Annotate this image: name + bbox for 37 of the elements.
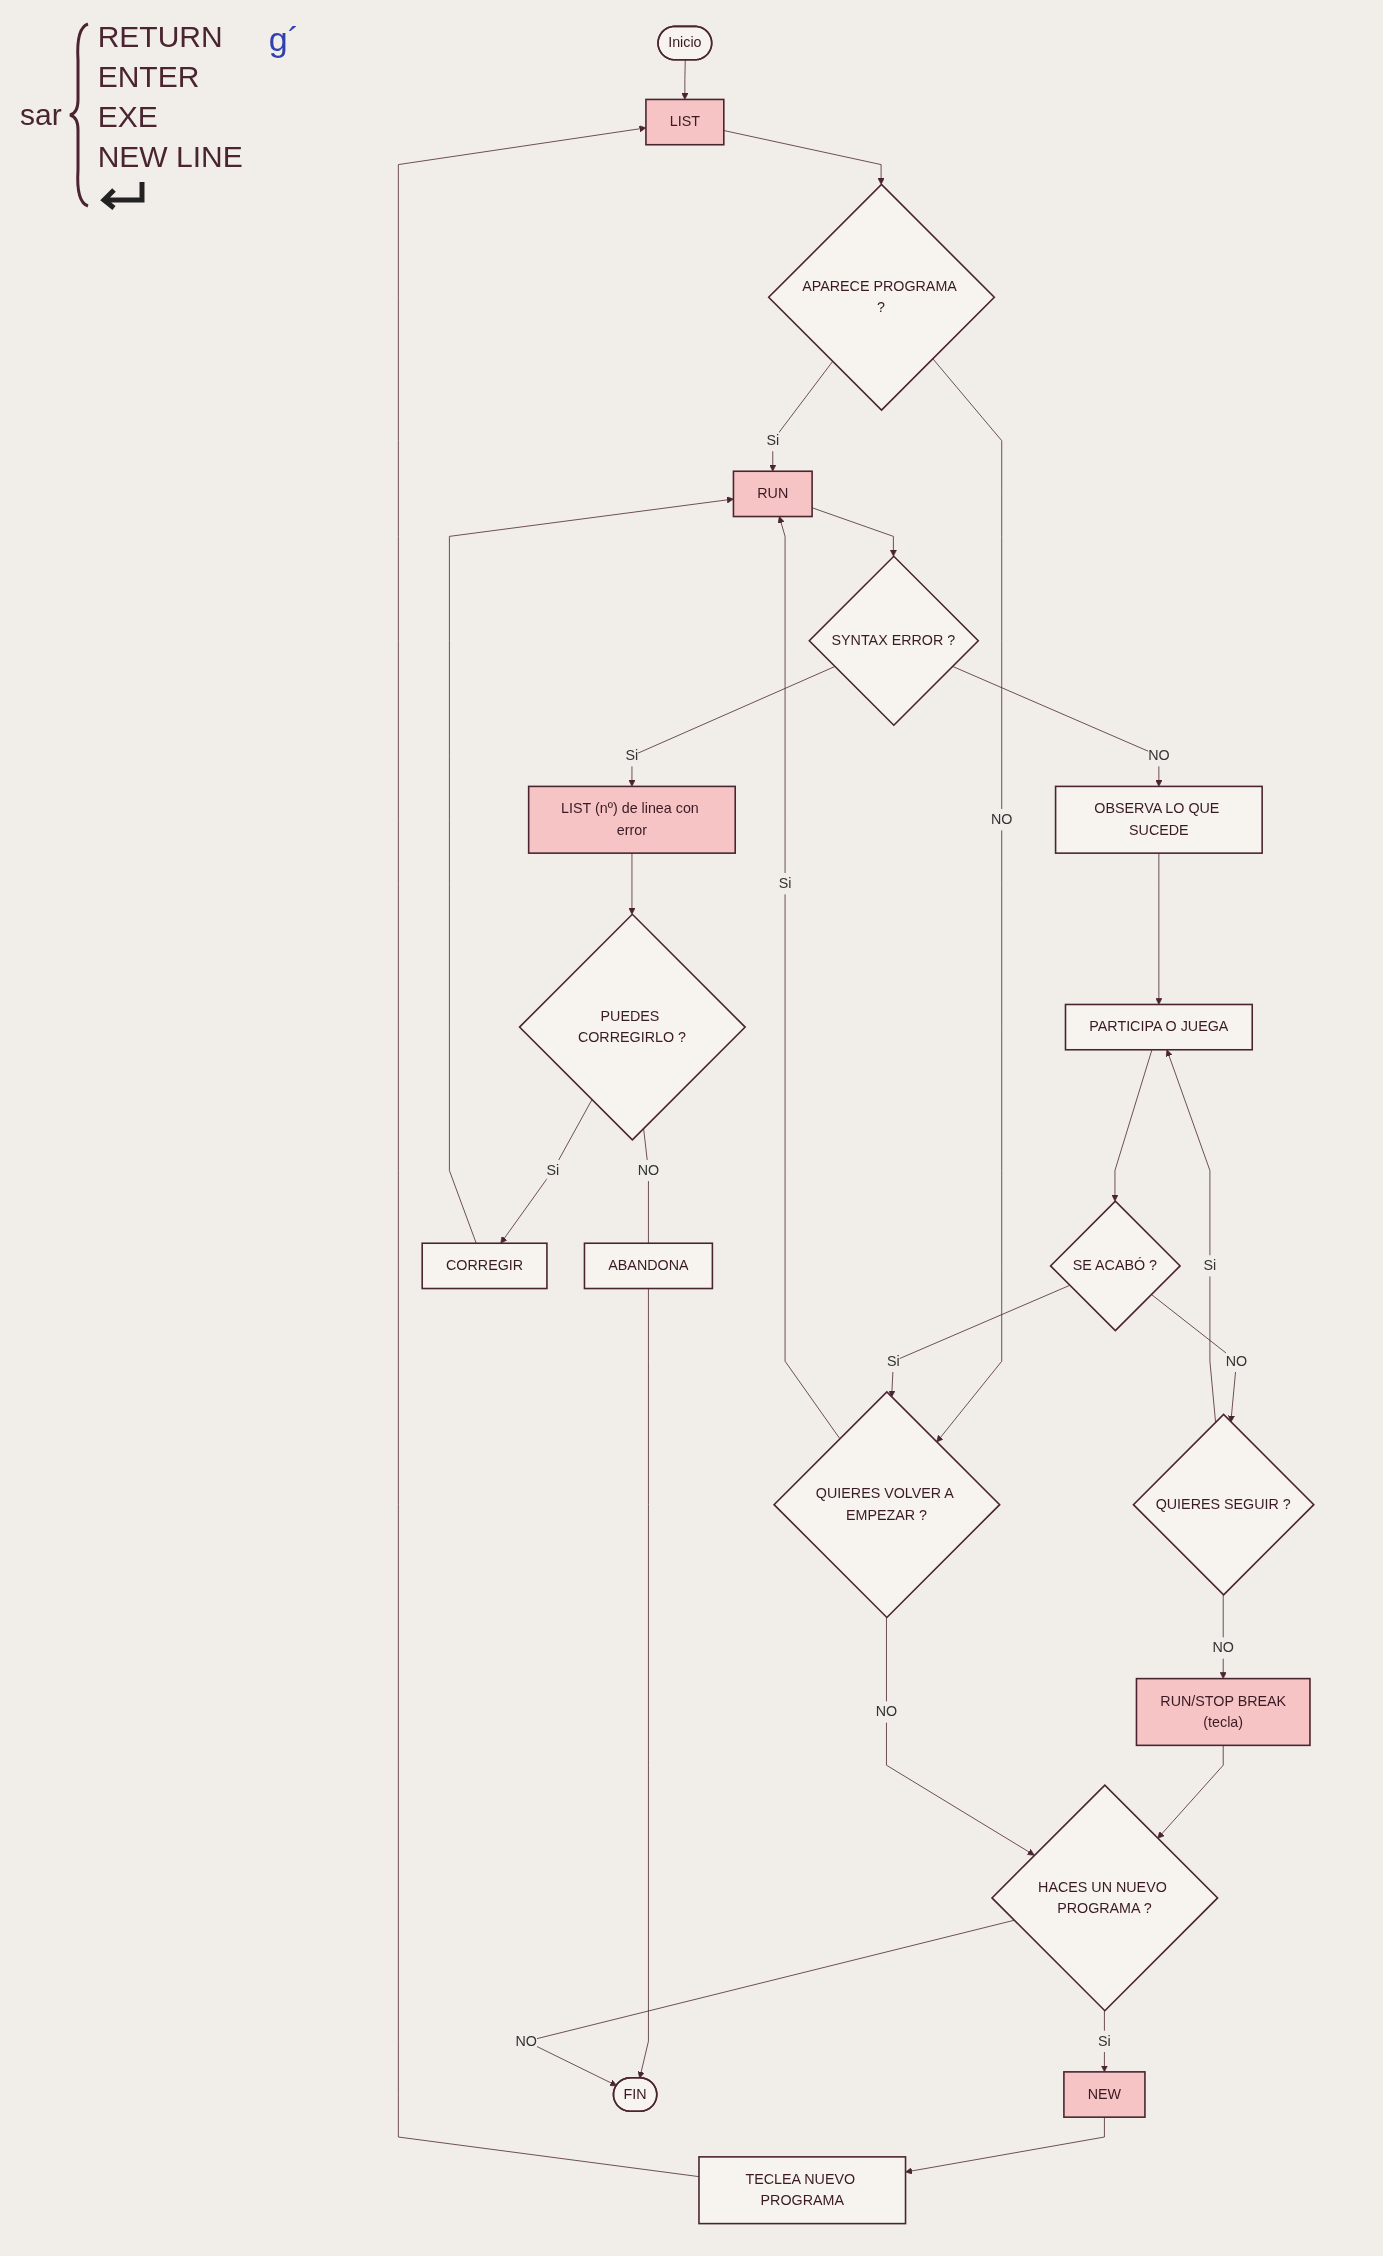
node-box: LIST (nº) de linea con error [528,785,737,854]
edge-label: NO [1212,1639,1235,1656]
edge-label: Si [1098,2032,1112,2049]
node-box: ABANDONA [584,1242,714,1290]
key-name: RETURN [97,20,224,54]
edge-label: Si [766,432,780,449]
node-box: CORREGIR [421,1242,549,1290]
handwritten-mark: g´ [268,20,299,59]
edge-label: NO [991,811,1013,828]
edge-label: Si [1203,1257,1217,1274]
edge-label: Si [887,1352,901,1369]
edge-label: Si [779,875,792,892]
key-name: EXE [97,100,159,134]
node-diamond: SE ACABÓ ? [1049,1200,1182,1332]
node-diamond: QUIERES VOLVER A EMPEZAR ? [773,1390,1002,1619]
key-name: ENTER [97,60,201,94]
node-diamond: SYNTAX ERROR ? [808,555,980,727]
node-diamond: APARECE PROGRAMA ? [768,183,996,412]
node-box: OBSERVA LO QUE SUCEDE [1055,785,1264,854]
node-box: RUN/STOP BREAK (tecla) [1136,1677,1312,1747]
node-box: LIST [645,98,725,146]
edge-label: Si [626,747,639,764]
edge-label: NO [638,1162,660,1179]
edge-label: Si [546,1162,560,1179]
edge-label: NO [1226,1352,1248,1369]
node-box: TECLEA NUEVO PROGRAMA [698,2156,907,2225]
key-name: NEW LINE [97,140,243,174]
edge-label: NO [876,1703,898,1720]
node-box: NEW [1063,2071,1147,2118]
node-diamond: HACES UN NUEVO PROGRAMA ? [991,1783,1220,2012]
edge-label: NO [515,2032,538,2049]
node-box: PARTICIPA O JUEGA [1065,1003,1254,1051]
node-diamond: QUIERES SEGUIR ? [1132,1413,1316,1596]
side-note: sar [20,98,62,132]
node-diamond: PUEDES CORREGIRLO ? [518,913,747,1142]
node-box: RUN [733,470,814,518]
edge-label: NO [1148,747,1171,764]
